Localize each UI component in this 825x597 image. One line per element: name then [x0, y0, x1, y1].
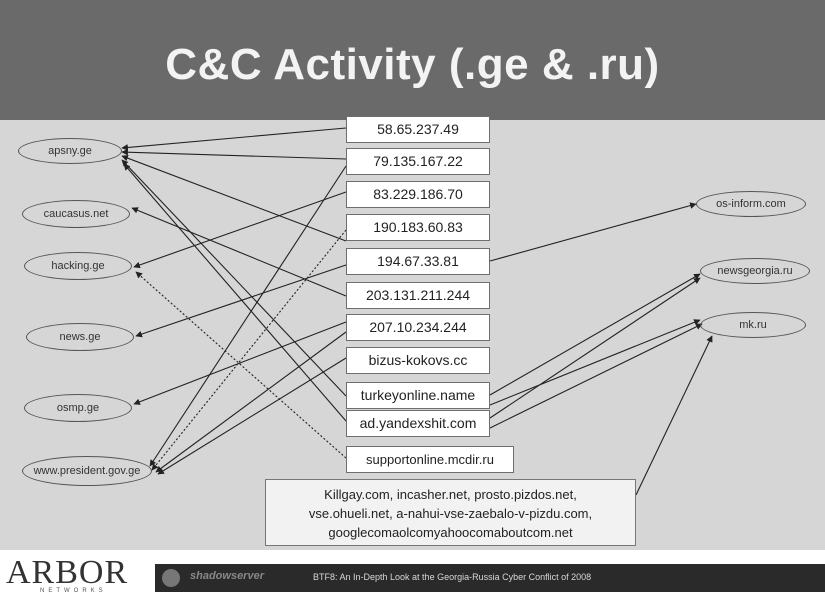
node-supportonline: supportonline.mcdir.ru [346, 446, 514, 473]
arrow-207-president [155, 331, 347, 473]
arrow-yandex-newsgeorgia [489, 277, 701, 419]
arrow-turkey-newsgeorgia [489, 273, 701, 396]
node-58-65-237-49: 58.65.237.49 [346, 116, 490, 143]
arrow-turkey-mk [489, 319, 701, 406]
shadowserver-wordmark: shadowserver [190, 570, 264, 582]
arbor-networks-wordmark: NETWORKS [40, 588, 107, 594]
arrow-79-president [149, 165, 347, 467]
target-newsgeorgia-ru: newsgeorgia.ru [700, 258, 810, 284]
other-domains-box: Killgay.com, incasher.net, prosto.pizdos… [265, 479, 636, 546]
arrow-bizus-president [157, 357, 347, 475]
node-ad-yandexshit: ad.yandexshit.com [346, 410, 490, 437]
arrow-194-osinform [489, 202, 697, 262]
node-194-67-33-81: 194.67.33.81 [346, 248, 490, 275]
shadowserver-logo-icon [162, 569, 180, 587]
node-207-10-234-244: 207.10.234.244 [346, 314, 490, 341]
arrow-turkey-apsny [121, 159, 347, 397]
node-83-229-186-70: 83.229.186.70 [346, 181, 490, 208]
target-os-inform-com: os-inform.com [696, 191, 806, 217]
arbor-logo: ARBOR [6, 554, 129, 591]
arrow-79-apsny [121, 148, 347, 160]
target-hacking-ge: hacking.ge [24, 252, 132, 280]
arrow-yandex-apsny [123, 163, 347, 422]
arrow-190-president [151, 229, 347, 471]
node-turkeyonline: turkeyonline.name [346, 382, 490, 409]
footer-bar [155, 564, 825, 592]
other-domains-line-1: Killgay.com, incasher.net, prosto.pizdos… [324, 487, 577, 502]
target-news-ge: news.ge [26, 323, 134, 351]
footer: ARBOR NETWORKS shadowserver BTF8: An In-… [0, 550, 825, 597]
target-president-gov-ge: www.president.gov.ge [22, 456, 152, 486]
other-domains-line-3: googlecomaolcomyahoocomaboutcom.net [328, 525, 573, 540]
target-apsny-ge: apsny.ge [18, 138, 122, 164]
node-203-131-211-244: 203.131.211.244 [346, 282, 490, 309]
arrow-summary-mk [635, 335, 713, 496]
node-190-183-60-83: 190.183.60.83 [346, 214, 490, 241]
arrow-194-apsny [121, 155, 347, 242]
arrow-207-osmp [133, 321, 347, 405]
arrow-194-news [135, 264, 347, 338]
title-band: C&C Activity (.ge & .ru) [0, 0, 825, 120]
footer-subtitle: BTF8: An In-Depth Look at the Georgia-Ru… [313, 572, 592, 582]
target-caucasus-net: caucasus.net [22, 200, 130, 228]
target-mk-ru: mk.ru [700, 312, 806, 338]
node-bizus-kokovs: bizus-kokovs.cc [346, 347, 490, 374]
slide-title: C&C Activity (.ge & .ru) [165, 40, 660, 89]
arrow-83-hacking [133, 191, 347, 269]
node-79-135-167-22: 79.135.167.22 [346, 148, 490, 175]
target-osmp-ge: osmp.ge [24, 394, 132, 422]
arrow-yandex-mk [489, 323, 703, 429]
arrow-203-caucasus [131, 207, 347, 297]
arrow-58-apsny [121, 127, 347, 151]
arrow-support-hacking [135, 271, 347, 459]
other-domains-line-2: vse.ohueli.net, a-nahui-vse-zaebalo-v-pi… [308, 506, 593, 521]
